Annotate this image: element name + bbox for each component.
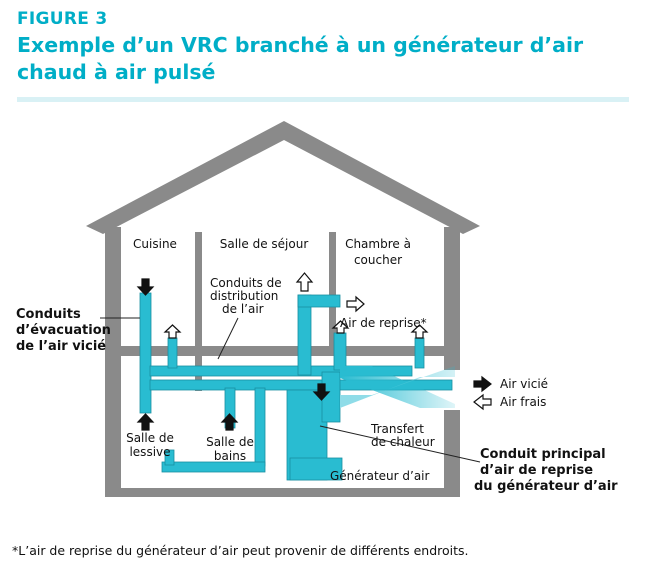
right-wall-lower — [444, 410, 460, 495]
title-divider — [17, 97, 629, 102]
heat-transfer-line2: de chaleur — [371, 435, 435, 449]
furnace-label: Générateur d’air — [330, 469, 430, 483]
outline-arrows — [163, 272, 492, 411]
supply-top-stub — [297, 294, 341, 308]
left-wall — [105, 227, 121, 495]
furnace-return-lower — [289, 457, 343, 481]
distribution-line3: de l’air — [222, 302, 264, 316]
distribution-leader — [217, 317, 239, 360]
distribution-line1: Conduits de — [210, 276, 282, 290]
laundry-line1: Salle de — [126, 431, 174, 445]
room-bedroom-line1: Chambre à — [345, 237, 411, 251]
mid-floor — [105, 346, 460, 356]
stale-air-arrow-icon — [473, 375, 492, 393]
branch-3-arrow-up-icon — [410, 324, 429, 339]
fresh-air-label: Air frais — [500, 395, 546, 409]
room-bedroom-line2: coucher — [354, 253, 402, 267]
diagram-labels: Cuisine Salle de séjour Chambre à couche… — [16, 237, 618, 494]
main-return-line1: Conduit principal — [480, 447, 606, 462]
partition-1 — [195, 232, 202, 346]
supply-arrow-up-icon — [295, 272, 314, 292]
laundry-drop — [164, 449, 175, 466]
exhaust-line3: de l’air vicié — [16, 339, 106, 354]
ducts — [139, 292, 453, 481]
bath-arrow-up-icon — [220, 413, 239, 431]
room-kitchen: Cuisine — [133, 237, 177, 251]
supply-branch-2 — [333, 332, 347, 371]
bath-duct-lower — [254, 387, 266, 467]
upper-duct-horizontal — [149, 365, 413, 377]
exhaust-arrow-down-icon — [136, 278, 155, 296]
figure-label: FIGURE 3 — [17, 9, 108, 29]
laundry-line2: lessive — [129, 445, 170, 459]
main-return-leader — [319, 425, 481, 463]
bath-line2: bains — [214, 449, 246, 463]
partition-2 — [329, 232, 336, 346]
laundry-arrow-up-icon — [136, 413, 155, 431]
laundry-duct — [161, 461, 266, 473]
main-return-line3: du générateur d’air — [474, 479, 618, 494]
footnote: *L’air de reprise du générateur d’air pe… — [12, 543, 469, 558]
bath-line1: Salle de — [206, 435, 254, 449]
return-air-label: Air de reprise* — [340, 316, 427, 330]
roof — [86, 121, 480, 234]
exhaust-line1: Conduits — [16, 307, 81, 322]
exhaust-riser — [139, 292, 152, 414]
distribution-line2: distribution — [210, 289, 278, 303]
right-wall — [444, 227, 460, 370]
leader-lines — [100, 317, 481, 463]
figure-title: Exemple d’un VRC branché à un générateur… — [17, 33, 584, 84]
branch-2-arrow-up-icon — [331, 320, 350, 334]
heat-exchanger — [340, 366, 455, 408]
ground-floor — [105, 488, 460, 497]
heat-transfer-line1: Transfert — [370, 422, 424, 436]
room-living: Salle de séjour — [220, 237, 309, 251]
stale-air-label: Air vicié — [500, 377, 548, 391]
main-return-line2: d’air de reprise — [480, 463, 593, 478]
supply-branch-3 — [414, 337, 425, 369]
house-outline — [86, 121, 480, 497]
supply-branch-1 — [167, 337, 178, 369]
return-air-arrow-icon — [346, 295, 365, 313]
furnace-arrow-down-icon — [312, 383, 331, 401]
exhaust-line2: d’évacuation — [16, 323, 111, 338]
fresh-air-arrow-icon — [473, 393, 492, 411]
flow-arrows — [136, 278, 492, 431]
branch-1-arrow-up-icon — [163, 324, 182, 339]
